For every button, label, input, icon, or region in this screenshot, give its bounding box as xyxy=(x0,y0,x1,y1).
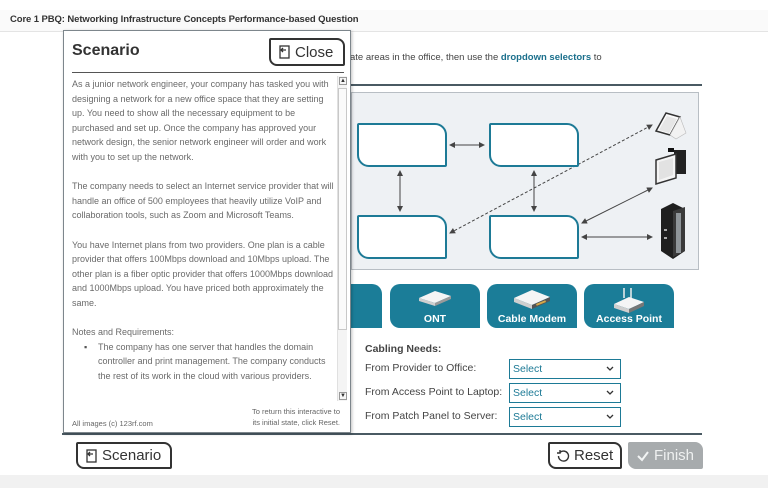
reset-note-line: To return this interactive to xyxy=(252,407,340,416)
cabling-row-provider: From Provider to Office: Select xyxy=(365,359,625,379)
select-value: Select xyxy=(513,387,543,399)
panel-divider xyxy=(72,72,344,73)
reset-button[interactable]: Reset xyxy=(548,442,622,469)
tile-ont-label: ONT xyxy=(423,313,447,325)
desktop-pc-icon xyxy=(655,148,686,186)
scroll-down-icon[interactable]: ▼ xyxy=(339,392,347,400)
scenario-panel: Scenario Close As a junior network engin… xyxy=(63,30,351,433)
instructions-text: ate areas in the office, then use the dr… xyxy=(350,52,602,63)
select-value: Select xyxy=(513,411,543,423)
cabling-label: From Access Point to Laptop: xyxy=(365,386,503,398)
title-bar: Core 1 PBQ: Networking Infrastructure Co… xyxy=(0,10,768,32)
cabling-row-laptop: From Access Point to Laptop: Select xyxy=(365,383,625,403)
reset-button-label: Reset xyxy=(574,447,614,464)
image-credit: All images (c) 123rf.com xyxy=(72,419,153,428)
scroll-thumb[interactable] xyxy=(338,88,347,330)
notes-heading: Notes and Requirements: xyxy=(72,327,175,338)
scenario-button-label: Scenario xyxy=(102,447,162,464)
tile-ont[interactable]: ONT xyxy=(390,284,480,328)
server-rack-icon xyxy=(661,203,685,259)
scenario-paragraph: The company needs to select an Internet … xyxy=(72,181,334,221)
close-panel-icon xyxy=(279,45,290,59)
tile-access-point[interactable]: Access Point xyxy=(584,284,674,328)
patch-panel-to-server-select[interactable]: Select xyxy=(509,407,621,427)
reset-note-line: its initial state, click Reset. xyxy=(252,418,340,427)
instructions-suffix: to xyxy=(591,52,602,63)
chevron-down-icon xyxy=(606,414,614,419)
tile-cable-modem-label: Cable Modem xyxy=(497,313,567,325)
chevron-down-icon xyxy=(606,366,614,371)
notes-item: The company has one server that handles … xyxy=(84,340,336,384)
window-title: Core 1 PBQ: Networking Infrastructure Co… xyxy=(10,14,359,25)
reset-icon xyxy=(557,449,570,462)
scenario-panel-title: Scenario xyxy=(72,42,140,59)
network-diagram xyxy=(351,92,699,270)
scenario-text: As a junior network engineer, your compa… xyxy=(72,77,336,401)
checkmark-icon xyxy=(637,450,649,462)
cabling-row-server: From Patch Panel to Server: Select xyxy=(365,407,625,427)
drop-slot-1[interactable] xyxy=(357,123,447,167)
scenario-paragraph: You have Internet plans from two provide… xyxy=(72,239,333,308)
select-value: Select xyxy=(513,363,543,375)
scenario-scrollbar[interactable]: ▲ ▼ xyxy=(337,76,347,401)
equipment-tiles: ONT Cable Modem Access Point xyxy=(337,284,675,328)
laptop-icon xyxy=(654,112,687,140)
close-button[interactable]: Close xyxy=(269,38,345,66)
scroll-up-icon[interactable]: ▲ xyxy=(339,77,347,85)
provider-to-office-select[interactable]: Select xyxy=(509,359,621,379)
divider-top xyxy=(350,84,702,86)
reset-note: To return this interactive to its initia… xyxy=(252,406,340,428)
divider-bottom xyxy=(62,433,702,435)
connection-lines xyxy=(397,124,653,240)
chevron-down-icon xyxy=(606,390,614,395)
scenario-paragraph: As a junior network engineer, your compa… xyxy=(72,79,329,162)
finish-button-label: Finish xyxy=(654,447,695,464)
finish-button[interactable]: Finish xyxy=(628,442,703,469)
instructions-prefix: ate areas in the office, then use the xyxy=(350,52,501,63)
cabling-label: From Patch Panel to Server: xyxy=(365,410,498,422)
drop-slot-3[interactable] xyxy=(357,215,447,259)
cabling-title: Cabling Needs: xyxy=(365,343,442,355)
drop-slot-2[interactable] xyxy=(489,123,579,167)
access-point-to-laptop-select[interactable]: Select xyxy=(509,383,621,403)
instructions-highlight: dropdown selectors xyxy=(500,52,592,63)
pbq-app: Core 1 PBQ: Networking Infrastructure Co… xyxy=(0,0,768,475)
ont-icon xyxy=(419,291,451,306)
footer-strip xyxy=(0,475,768,488)
cabling-label: From Provider to Office: xyxy=(365,362,477,374)
cable-modem-icon xyxy=(514,290,550,309)
drop-slot-4[interactable] xyxy=(489,215,579,259)
notes-list: The company has one server that handles … xyxy=(84,340,336,384)
access-point-icon xyxy=(614,288,644,313)
open-panel-icon xyxy=(86,448,97,463)
close-button-label: Close xyxy=(295,43,334,61)
tile-cable-modem[interactable]: Cable Modem xyxy=(487,284,577,328)
scenario-button[interactable]: Scenario xyxy=(76,442,172,469)
tile-access-point-label: Access Point xyxy=(596,313,662,325)
